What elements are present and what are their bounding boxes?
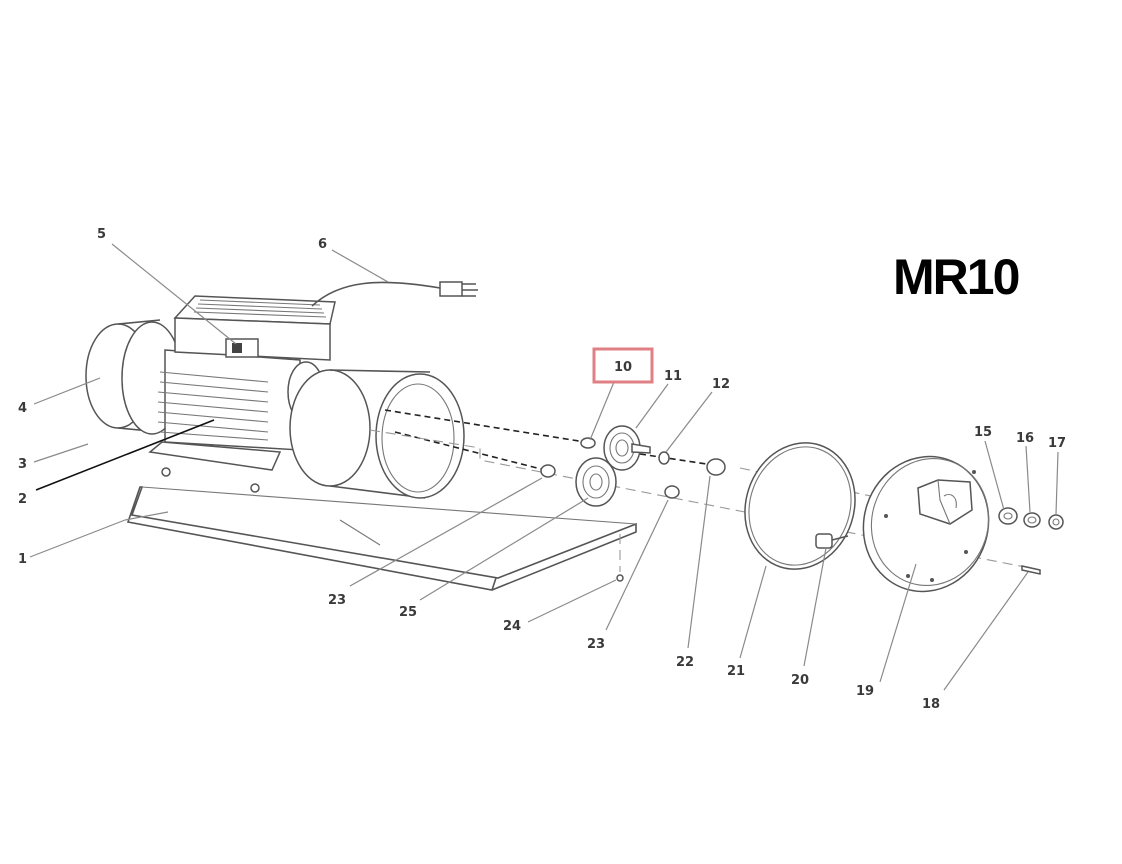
callout-12: 12 (712, 377, 730, 392)
highlight-box-part-10 (592, 347, 654, 384)
callout-18: 18 (922, 697, 940, 712)
gear-assembly (540, 425, 726, 507)
drum-housing (289, 369, 465, 499)
callout-5: 5 (97, 227, 106, 242)
washers (998, 507, 1064, 575)
callout-1: 1 (18, 552, 27, 567)
power-cord (311, 281, 478, 307)
callout-2: 2 (18, 492, 27, 507)
bushing-10 (580, 437, 596, 449)
callout-22: 22 (676, 655, 694, 670)
base-plate (126, 486, 637, 591)
callout-10: 10 (614, 360, 632, 375)
front-cover (862, 455, 990, 593)
callout-6: 6 (318, 237, 327, 252)
gasket-ring (744, 442, 856, 570)
callout-16: 16 (1016, 431, 1034, 446)
axis-upper (384, 409, 586, 443)
motor (85, 295, 336, 493)
screw-18 (1021, 565, 1041, 575)
callout-4: 4 (18, 401, 27, 416)
callout-20: 20 (791, 673, 809, 688)
callout-15: 15 (974, 425, 992, 440)
callout-23-right: 23 (587, 637, 605, 652)
screw-24 (616, 574, 624, 582)
callout-23-left: 23 (328, 593, 346, 608)
callout-24: 24 (503, 619, 521, 634)
callout-17: 17 (1048, 436, 1066, 451)
callout-19: 19 (856, 684, 874, 699)
callout-3: 3 (18, 457, 27, 472)
callout-25: 25 (399, 605, 417, 620)
callout-11: 11 (664, 369, 682, 384)
callout-21: 21 (727, 664, 745, 679)
model-label: MR10 (893, 249, 1019, 305)
leader-lines (29, 243, 1059, 691)
latch-20 (815, 533, 833, 549)
